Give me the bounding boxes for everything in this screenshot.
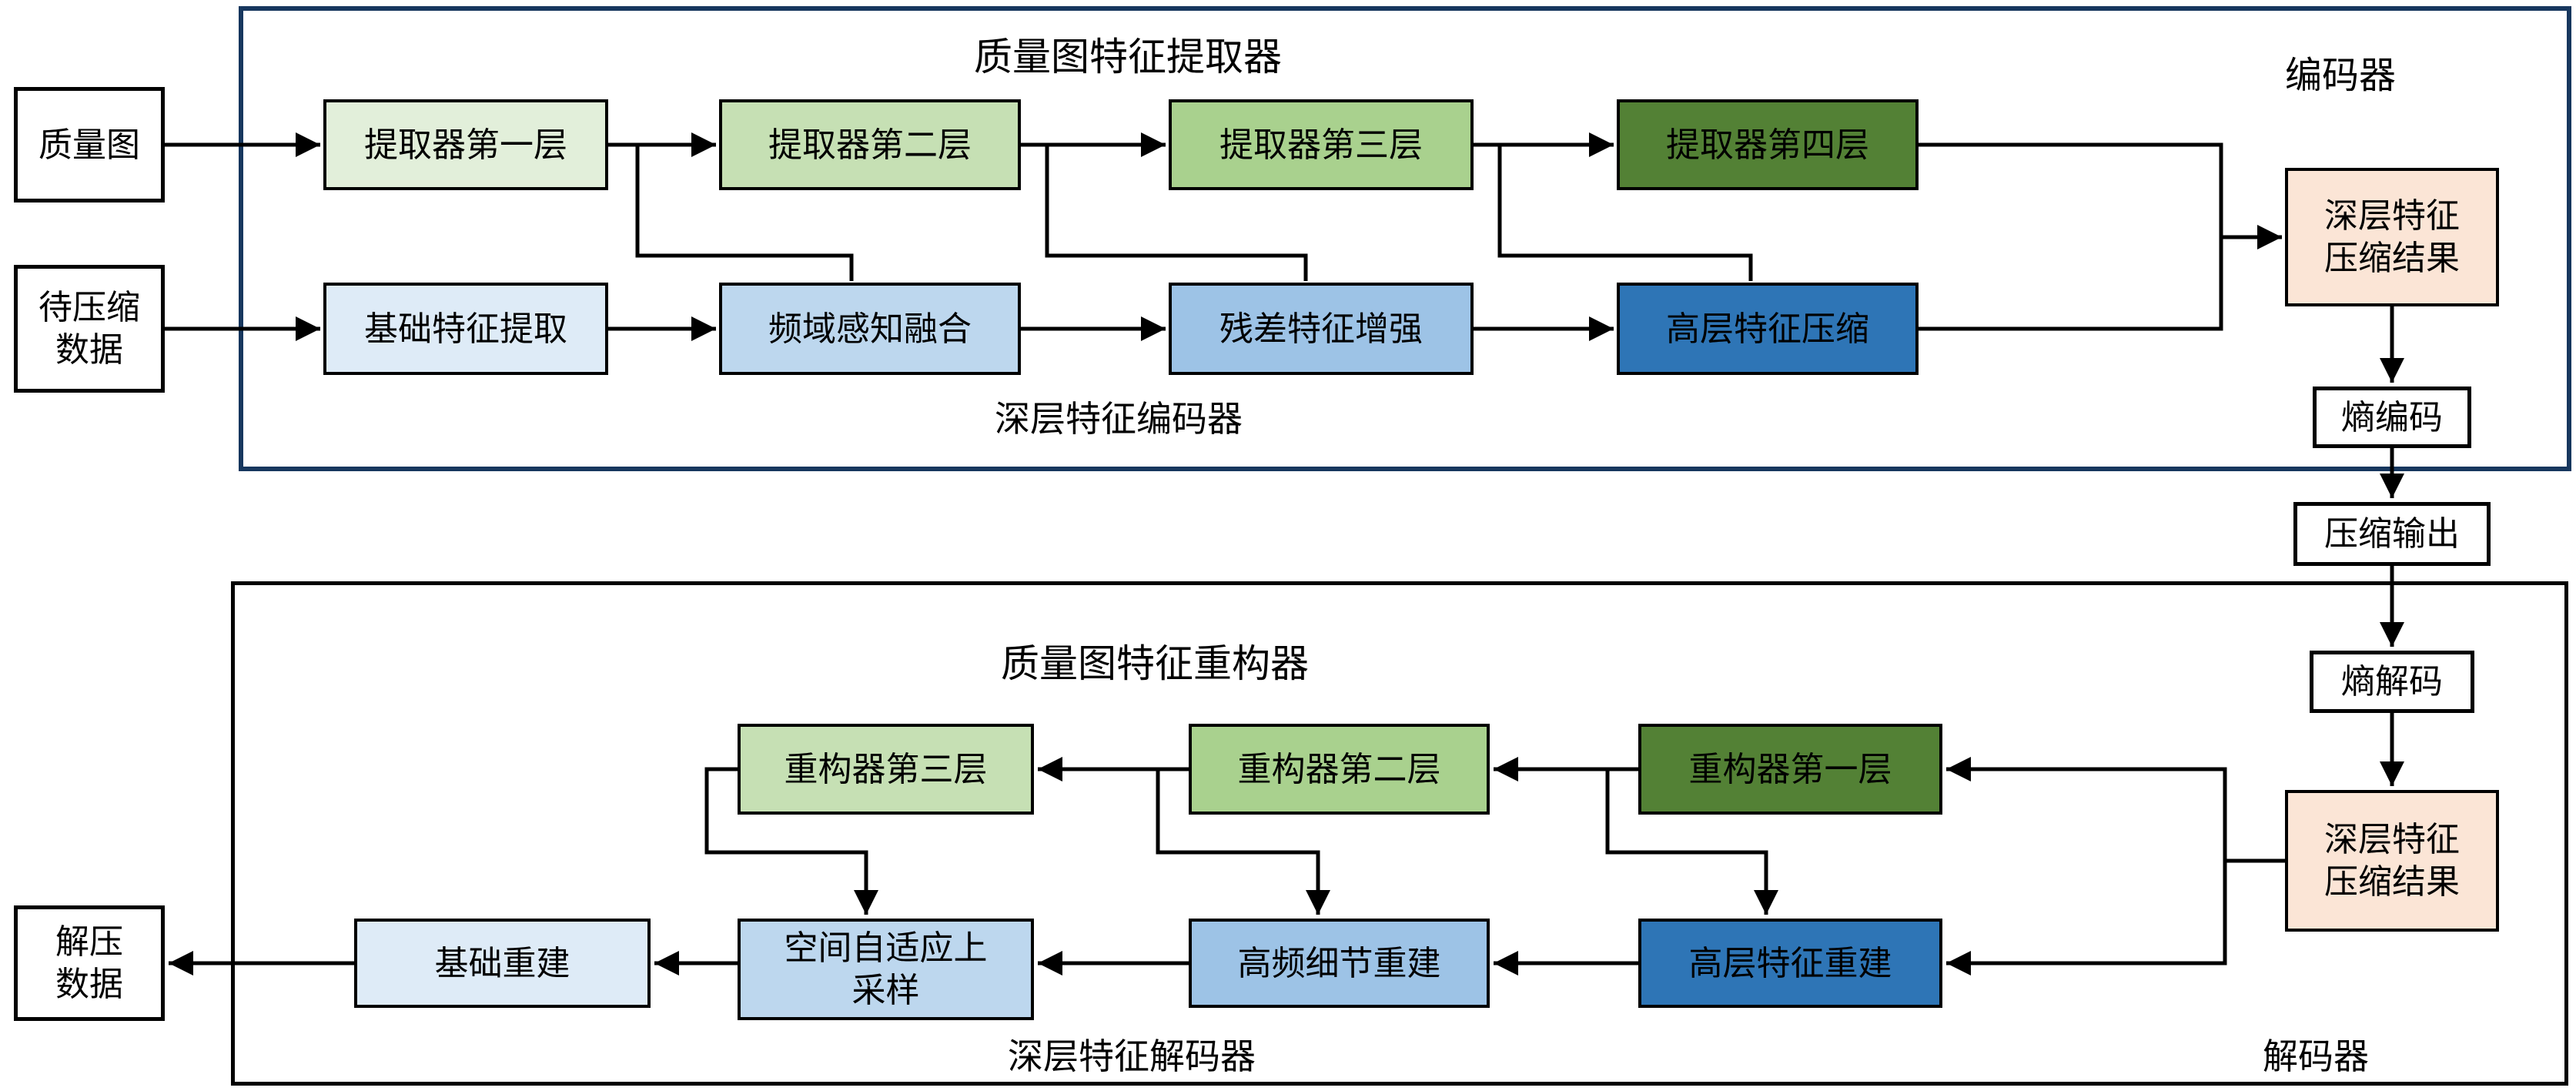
elbow-reconstructor1-to-highlevelrebuild — [1605, 769, 1779, 915]
reconstructor-layer-1-box: 重构器第一层 — [1638, 724, 1942, 815]
line-highlevel-merge — [1919, 235, 2223, 331]
hf-detail-rebuild-box: 高频细节重建 — [1189, 919, 1490, 1008]
decoder-corner-label: 解码器 — [2263, 1036, 2369, 1077]
elbow-extractor3-to-highlevel — [1497, 145, 1753, 281]
decoder-frame — [231, 581, 2568, 1086]
quality-map-box: 质量图 — [14, 87, 165, 202]
elbow-reconstructor2-to-hfdetail — [1156, 769, 1331, 915]
decompressed-data-box: 解压 数据 — [14, 905, 165, 1021]
decoder-bottom-label: 深层特征解码器 — [1008, 1036, 1256, 1077]
elbow-extractor2-to-residual — [1045, 145, 1308, 281]
encoder-corner-label: 编码器 — [2284, 54, 2396, 97]
entropy-decoding-box: 熵解码 — [2310, 651, 2474, 713]
extractor-layer-1-box: 提取器第一层 — [323, 99, 608, 190]
deep-feature-result-encoder-box: 深层特征 压缩结果 — [2285, 168, 2499, 306]
basic-feature-extraction-box: 基础特征提取 — [323, 283, 608, 375]
entropy-encoding-box: 熵编码 — [2313, 387, 2471, 448]
line-extractor4-merge — [1919, 142, 2223, 240]
input-data-box: 待压缩 数据 — [14, 265, 165, 393]
extractor-layer-3-box: 提取器第三层 — [1169, 99, 1474, 190]
highlevel-rebuild-box: 高层特征重建 — [1638, 919, 1942, 1008]
reconstructor-layer-2-box: 重构器第二层 — [1189, 724, 1490, 815]
encoder-title: 质量图特征提取器 — [974, 35, 1282, 79]
arrow-result2-to-highlevelrebuild — [1946, 861, 2227, 976]
elbow-reconstructor3-to-upsampling — [704, 767, 879, 915]
spatial-upsampling-box: 空间自适应上 采样 — [738, 919, 1034, 1020]
elbow-extractor1-to-frequency — [635, 145, 854, 281]
encoder-frame — [239, 6, 2571, 471]
encoder-bottom-label: 深层特征编码器 — [995, 398, 1243, 440]
compressed-output-box: 压缩输出 — [2293, 502, 2491, 566]
decoder-title: 质量图特征重构器 — [1001, 641, 1309, 686]
residual-enhancement-box: 残差特征增强 — [1169, 283, 1474, 375]
deep-feature-result-decoder-box: 深层特征 压缩结果 — [2285, 790, 2499, 932]
arrow-result2-to-reconstructor1 — [1946, 756, 2285, 863]
extractor-layer-4-box: 提取器第四层 — [1617, 99, 1919, 190]
frequency-fusion-box: 频域感知融合 — [719, 283, 1021, 375]
reconstructor-layer-3-box: 重构器第三层 — [738, 724, 1034, 815]
extractor-layer-2-box: 提取器第二层 — [719, 99, 1021, 190]
highlevel-compression-box: 高层特征压缩 — [1617, 283, 1919, 375]
basic-rebuild-box: 基础重建 — [354, 919, 651, 1008]
